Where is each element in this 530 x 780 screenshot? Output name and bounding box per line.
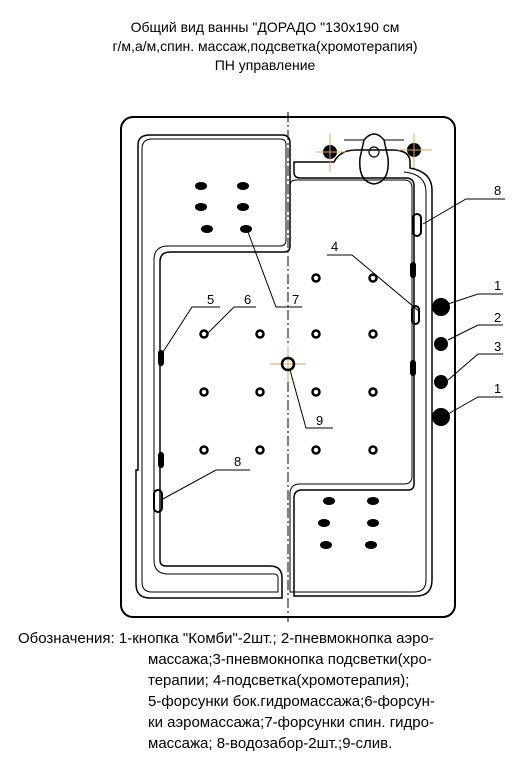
light-pneumo-button — [434, 375, 448, 389]
title-line-3: ПН управление — [214, 57, 316, 73]
drain — [270, 346, 306, 382]
callout-8-bottom: 8 — [234, 454, 241, 469]
left-basin-inner-contour — [141, 138, 287, 593]
callout-3: 3 — [494, 339, 501, 354]
faucet-valve-right — [398, 134, 432, 168]
legend-line-3: терапии; 4-подсветка(хромотерапия); — [148, 672, 410, 689]
legend-line-2: массажа;3-пневмокнопка подсветки(хро- — [148, 651, 432, 668]
callout-labels: 1 2 3 1 4 5 6 7 8 8 9 — [207, 183, 501, 469]
faucet-valve-left — [316, 134, 346, 172]
leader-lines — [160, 198, 505, 501]
legend-line-5: ки аэромассажа;7-форсунки спин. гидро- — [148, 714, 434, 731]
callout-9: 9 — [316, 413, 323, 428]
callout-8-top: 8 — [494, 183, 501, 198]
right-basin-inner-contour — [289, 171, 427, 593]
callout-2: 2 — [494, 310, 501, 325]
legend-line-4: 5-форсунки бок.гидромассажа;6-форсун- — [148, 693, 435, 710]
back-jets-lower — [318, 497, 379, 549]
drain-overflow-unit — [344, 133, 404, 185]
callout-1-top: 1 — [494, 278, 501, 293]
water-intakes — [153, 213, 422, 513]
chromotherapy-light — [411, 305, 420, 325]
callout-5: 5 — [207, 292, 214, 307]
legend-line-6: массажа; 8-водозабор-2шт.;9-слив. — [148, 735, 393, 752]
callout-7: 7 — [292, 292, 299, 307]
title-line-2: г/м,а/м,спин. массаж,подсветка(хромотера… — [112, 38, 418, 54]
callout-1-bottom: 1 — [494, 381, 501, 396]
left-basin-outer-contour — [135, 134, 291, 599]
right-basin-outer-contour — [293, 149, 433, 597]
aero-pneumo-button — [434, 337, 448, 351]
title-line-1: Общий вид ванны "ДОРАДО "130х190 см — [130, 19, 400, 35]
combi-button-bottom — [432, 408, 450, 426]
combi-button-top — [432, 298, 450, 316]
back-jets-upper — [195, 182, 252, 233]
side-jets — [158, 262, 416, 468]
legend-line-1: Обозначения: 1-кнопка "Комби"-2шт.; 2-пн… — [18, 630, 434, 647]
callout-4: 4 — [331, 239, 338, 254]
callout-6: 6 — [244, 292, 251, 307]
